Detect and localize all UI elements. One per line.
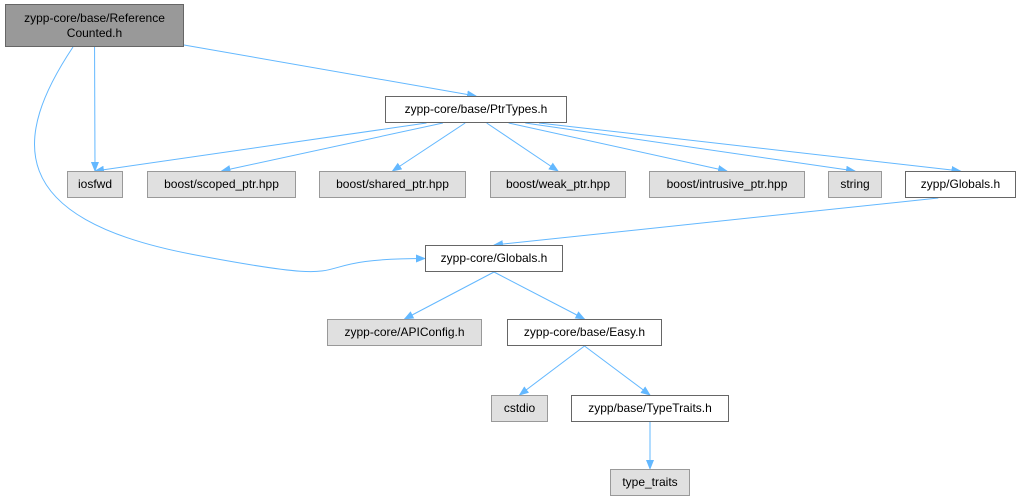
- edge-ptr-types-to-scoped-ptr: [220, 122, 444, 174]
- node-ptrtypes-h[interactable]: zypp-core/base/PtrTypes.h: [385, 96, 567, 123]
- edge-easy-to-type-traits-h: [584, 345, 651, 396]
- edge-ptr-types-to-shared-ptr: [391, 122, 466, 172]
- node-zypp-globals-h[interactable]: zypp/Globals.h: [905, 171, 1016, 198]
- edge-ptr-types-to-string: [525, 122, 856, 174]
- node-string: string: [828, 171, 882, 198]
- edge-ptr-types-to-weak-ptr: [486, 122, 559, 172]
- node-easy-h[interactable]: zypp-core/base/Easy.h: [507, 319, 662, 346]
- edge-reference-counted-to-core-globals: [34, 46, 426, 273]
- node-boost-scoped-ptr: boost/scoped_ptr.hpp: [147, 171, 296, 198]
- node-boost-intrusive-ptr: boost/intrusive_ptr.hpp: [649, 171, 805, 198]
- edge-ptr-types-to-iosfwd: [94, 122, 427, 174]
- edge-zypp-globals-to-core-globals: [493, 197, 939, 249]
- node-zypp-core-globals-h[interactable]: zypp-core/Globals.h: [425, 245, 563, 272]
- node-type-traits: type_traits: [610, 469, 690, 496]
- edge-core-globals-to-easy: [493, 271, 586, 320]
- edge-easy-to-cstdio: [518, 345, 585, 396]
- edge-core-globals-to-api-config: [403, 271, 495, 320]
- node-iosfwd: iosfwd: [67, 171, 123, 198]
- edge-reference-counted-to-ptr-types: [183, 44, 477, 99]
- node-apiconfig-h: zypp-core/APIConfig.h: [327, 319, 482, 346]
- node-boost-shared-ptr: boost/shared_ptr.hpp: [319, 171, 466, 198]
- node-cstdio: cstdio: [491, 395, 548, 422]
- node-reference-counted-h[interactable]: zypp-core/base/Reference Counted.h: [5, 4, 184, 47]
- node-boost-weak-ptr: boost/weak_ptr.hpp: [490, 171, 626, 198]
- node-typetraits-h[interactable]: zypp/base/TypeTraits.h: [571, 395, 729, 422]
- edge-ptr-types-to-intrusive-ptr: [508, 122, 728, 173]
- edge-ptr-types-to-zypp-globals: [538, 122, 962, 174]
